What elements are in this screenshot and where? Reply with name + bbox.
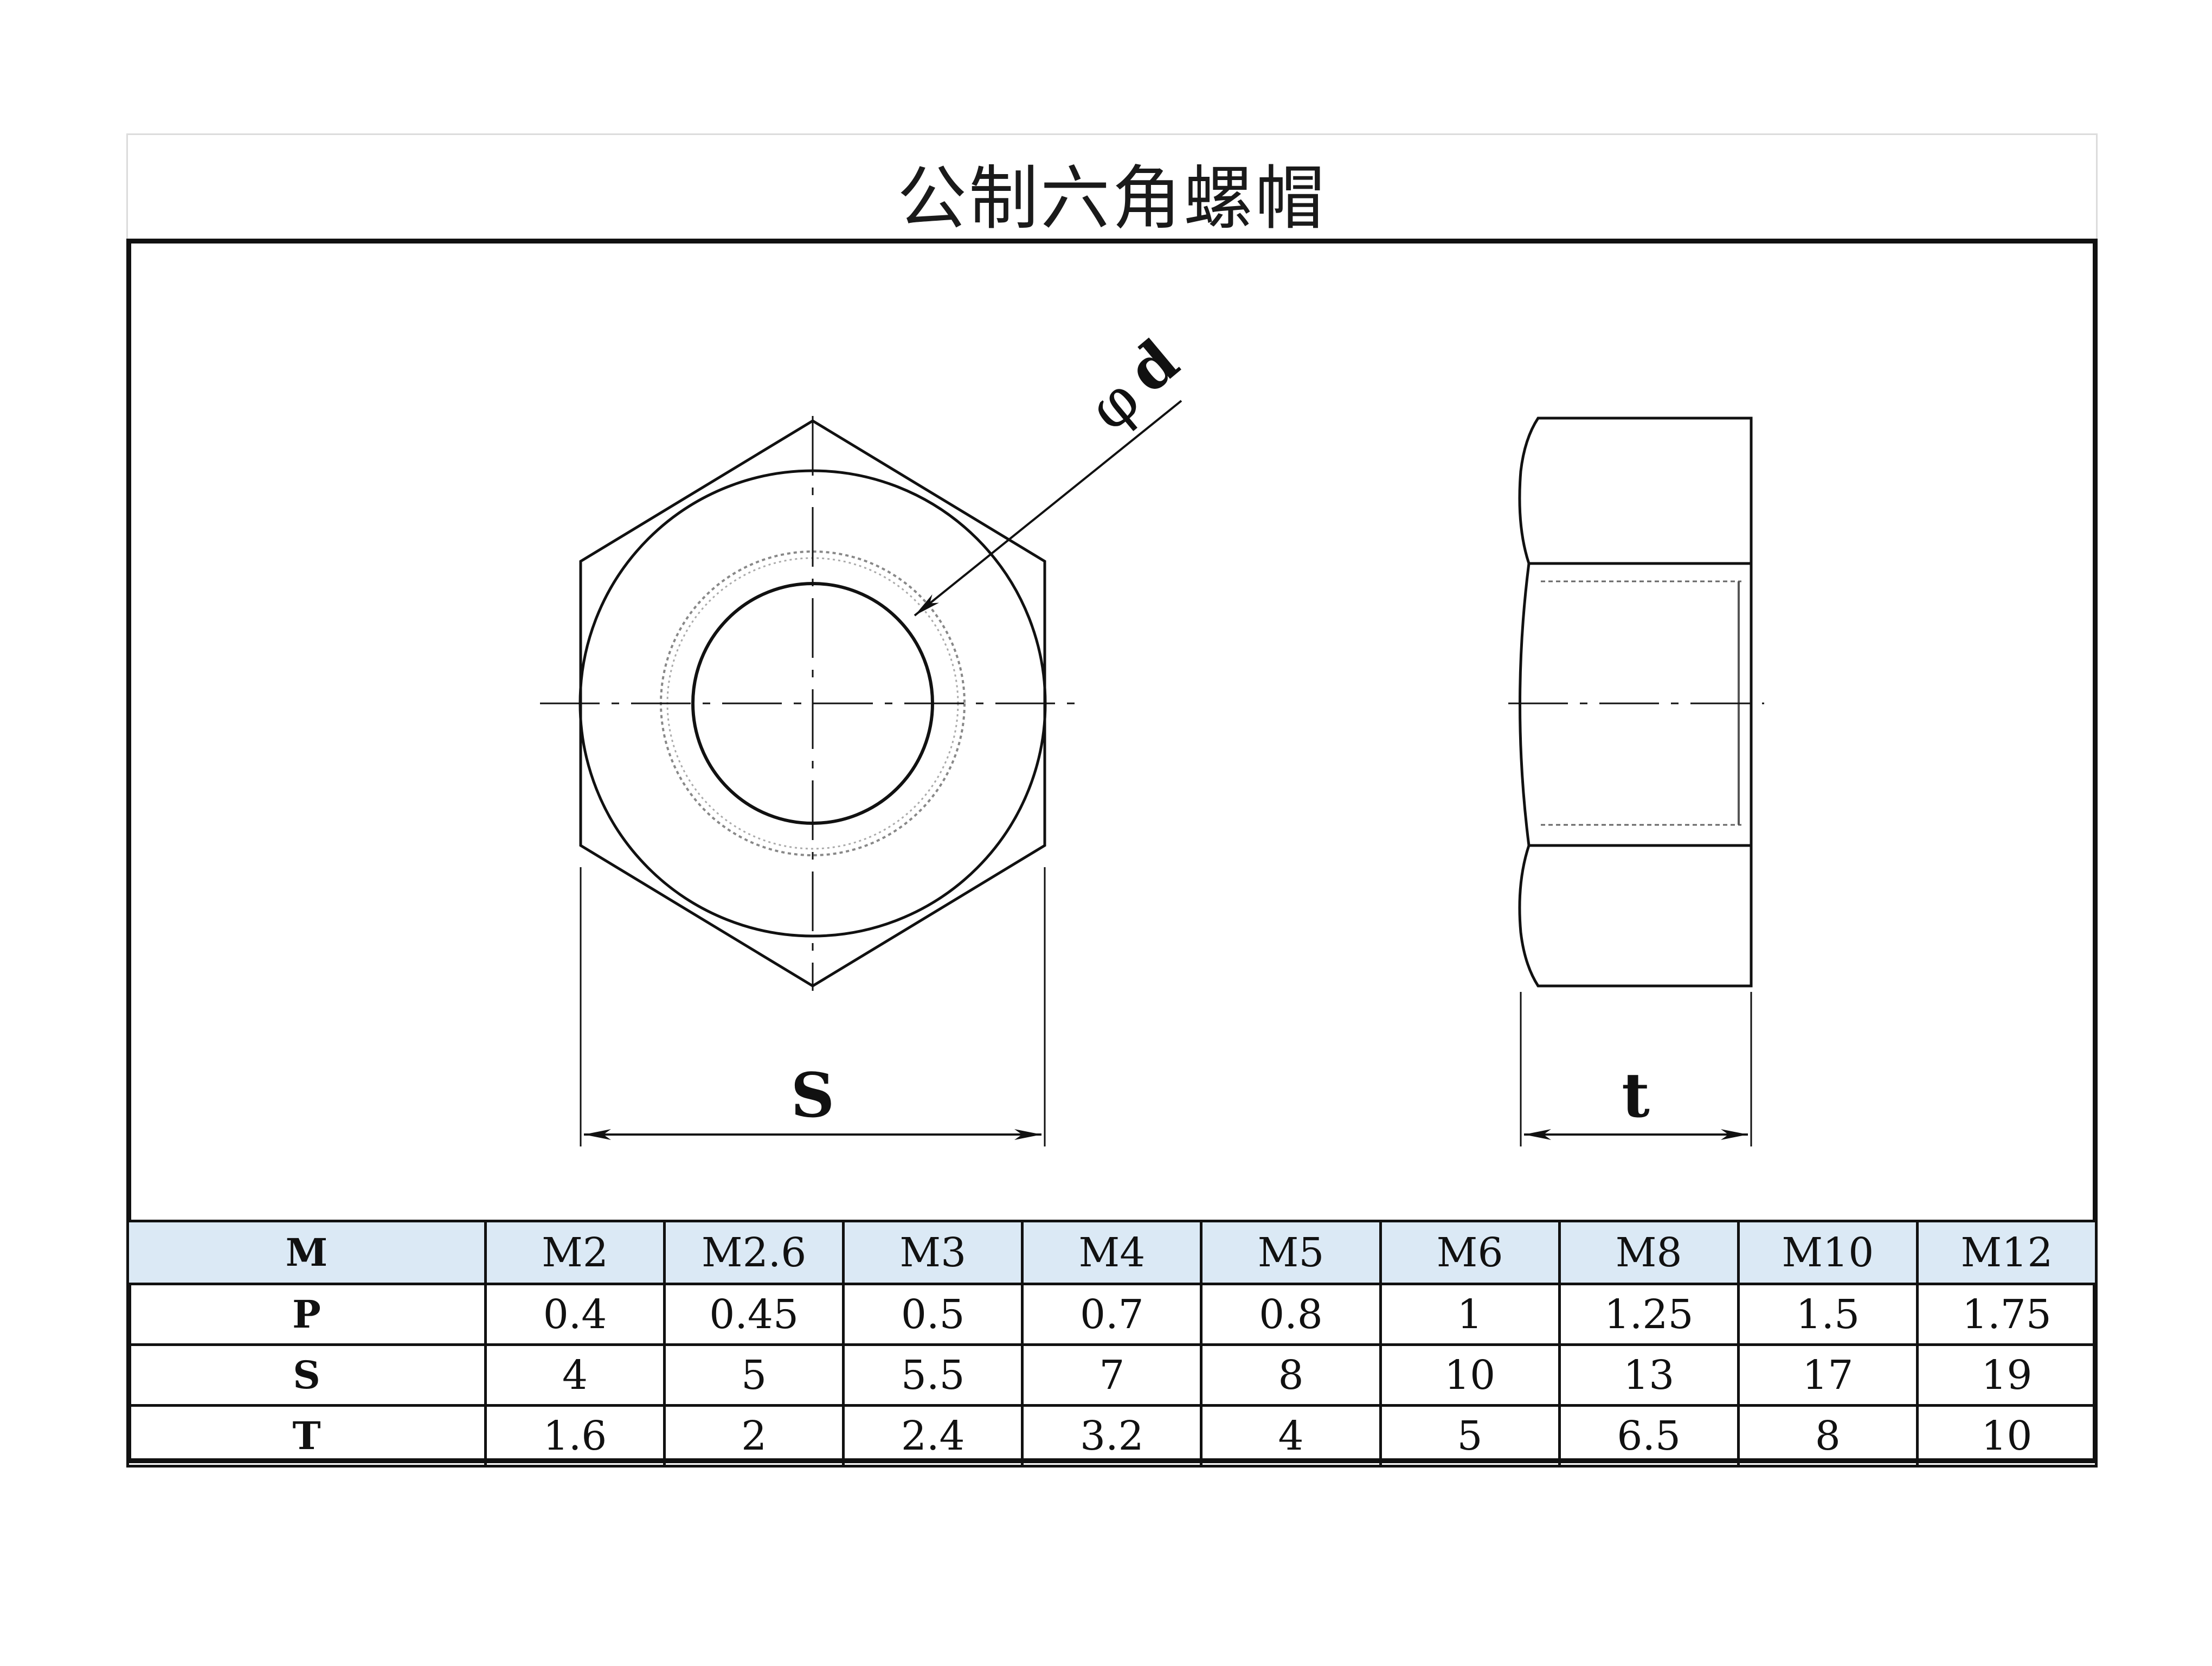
row-label-cell: S — [126, 1343, 487, 1407]
value-cell: 10 — [1379, 1343, 1561, 1407]
value-cell: 13 — [1558, 1343, 1740, 1407]
header-cell-size: M12 — [1915, 1220, 2098, 1285]
hex-nut-technical-drawing: φ d S — [540, 326, 1764, 1146]
header-cell-size: M8 — [1558, 1220, 1740, 1285]
side-bottom-face — [1518, 844, 1753, 988]
header-cell-size: M2 — [484, 1220, 666, 1285]
s-dimension — [580, 867, 1046, 1146]
header-cell-size: M6 — [1379, 1220, 1561, 1285]
value-cell: 0.45 — [663, 1283, 845, 1346]
s-label: S — [791, 1060, 835, 1131]
value-cell: 8 — [1200, 1343, 1382, 1407]
value-cell: 2.4 — [842, 1404, 1024, 1468]
drawing-frame: φ d S — [126, 239, 2098, 1468]
header-cell-size: M5 — [1200, 1220, 1382, 1285]
value-cell: 0.5 — [842, 1283, 1024, 1346]
header-cell-size: M10 — [1737, 1220, 1919, 1285]
title-bar: 公制六角螺帽 — [126, 133, 2098, 239]
value-cell: 3.2 — [1021, 1404, 1203, 1468]
value-cell: 1 — [1379, 1283, 1561, 1346]
value-cell: 17 — [1737, 1343, 1919, 1407]
t-dimension — [1520, 992, 1752, 1146]
value-cell: 1.25 — [1558, 1283, 1740, 1346]
side-top-face — [1518, 416, 1753, 565]
value-cell: 5 — [1379, 1404, 1561, 1468]
value-cell: 19 — [1915, 1343, 2098, 1407]
header-cell-size: M4 — [1021, 1220, 1203, 1285]
value-cell: 7 — [1021, 1343, 1203, 1407]
side-middle-face — [1519, 562, 1753, 847]
value-cell: 1.75 — [1915, 1283, 2098, 1346]
value-cell: 4 — [1200, 1404, 1382, 1468]
spec-sheet: 公制六角螺帽 — [126, 133, 2098, 1468]
value-cell: 10 — [1915, 1404, 2098, 1468]
value-cell: 8 — [1737, 1404, 1919, 1468]
value-cell: 2 — [663, 1404, 845, 1468]
header-cell-size: M3 — [842, 1220, 1024, 1285]
row-label-cell: P — [126, 1283, 487, 1346]
header-cell-label: M — [126, 1220, 487, 1285]
side-outline — [1521, 418, 1751, 986]
value-cell: 1.5 — [1737, 1283, 1919, 1346]
header-cell-size: M2.6 — [663, 1220, 845, 1285]
page-title: 公制六角螺帽 — [897, 158, 1327, 239]
diameter-leader-line — [914, 400, 1182, 617]
value-cell: 5 — [663, 1343, 845, 1407]
value-cell: 0.7 — [1021, 1283, 1203, 1346]
value-cell: 4 — [484, 1343, 666, 1407]
value-cell: 6.5 — [1558, 1404, 1740, 1468]
value-cell: 0.4 — [484, 1283, 666, 1346]
value-cell: 5.5 — [842, 1343, 1024, 1407]
diameter-dimension: φ d — [914, 326, 1192, 617]
value-cell: 1.6 — [484, 1404, 666, 1468]
value-cell: 0.8 — [1200, 1283, 1382, 1346]
t-label: t — [1622, 1060, 1650, 1131]
nut-front-view — [540, 416, 1084, 991]
row-label-cell: T — [126, 1404, 487, 1468]
nut-side-view — [1508, 416, 1764, 988]
